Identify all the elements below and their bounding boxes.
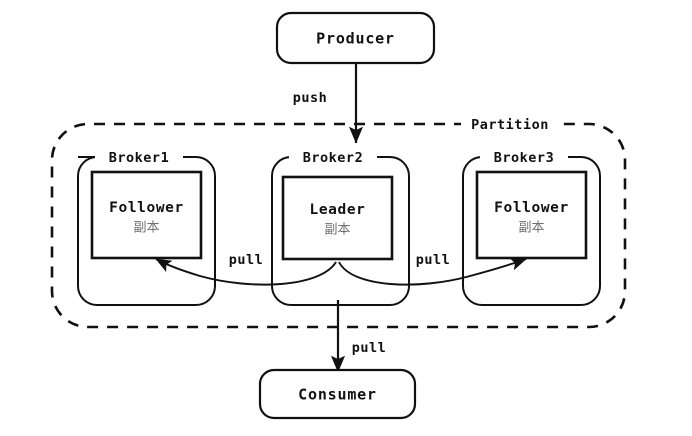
broker3-frame <box>462 156 601 306</box>
consumer-node[interactable]: Consumer <box>258 368 417 420</box>
broker2-label: Broker2 <box>303 150 363 166</box>
broker2-replica-subtitle: 副本 <box>324 223 350 238</box>
broker3-label: Broker3 <box>494 150 554 166</box>
consumer-box[interactable] <box>258 368 417 420</box>
partition-label: Partition <box>471 117 549 133</box>
edge-leader-to-broker3: pull <box>338 250 527 286</box>
broker2-label-backdrop <box>289 148 377 166</box>
broker1-replica-box[interactable] <box>90 170 203 260</box>
broker1-frame <box>77 156 216 306</box>
pull-label-consumer: pull <box>352 340 387 356</box>
broker1-label-backdrop <box>95 148 183 166</box>
partition-boundary: Partition <box>50 114 627 329</box>
pull-arrow-right <box>338 258 527 286</box>
broker3-replica-box[interactable] <box>475 170 588 260</box>
pull-arrow-left <box>155 258 337 286</box>
broker3-group[interactable]: Broker3 Follower 副本 <box>462 148 601 306</box>
broker2-frame <box>271 156 410 306</box>
partition-label-backdrop <box>461 114 560 134</box>
broker2-replica-box[interactable] <box>281 175 394 261</box>
pull-left-label-backdrop <box>224 250 268 268</box>
broker1-label: Broker1 <box>109 150 169 166</box>
partition-dashed-outline <box>50 122 627 329</box>
producer-label: Producer <box>316 30 395 48</box>
broker3-replica-role: Follower <box>494 200 569 216</box>
broker1-replica-role: Follower <box>109 200 184 216</box>
broker2-group[interactable]: Broker2 Leader 副本 <box>271 148 410 306</box>
pull-label-left: pull <box>229 252 264 268</box>
broker1-replica-subtitle: 副本 <box>133 221 159 236</box>
broker1-group[interactable]: Broker1 Follower 副本 <box>77 148 216 306</box>
consumer-label: Consumer <box>298 386 377 404</box>
broker3-replica-subtitle: 副本 <box>518 221 544 236</box>
edge-producer-to-leader: push <box>293 63 364 144</box>
edge-leader-to-consumer: pull <box>330 300 387 373</box>
broker3-label-backdrop <box>480 148 568 166</box>
pull-right-label-backdrop <box>411 250 455 268</box>
producer-node[interactable]: Producer <box>275 11 436 65</box>
broker2-replica-role: Leader <box>310 202 366 218</box>
pull-label-right: pull <box>416 252 451 268</box>
edge-leader-to-broker1: pull <box>155 250 337 286</box>
push-label: push <box>293 90 328 106</box>
